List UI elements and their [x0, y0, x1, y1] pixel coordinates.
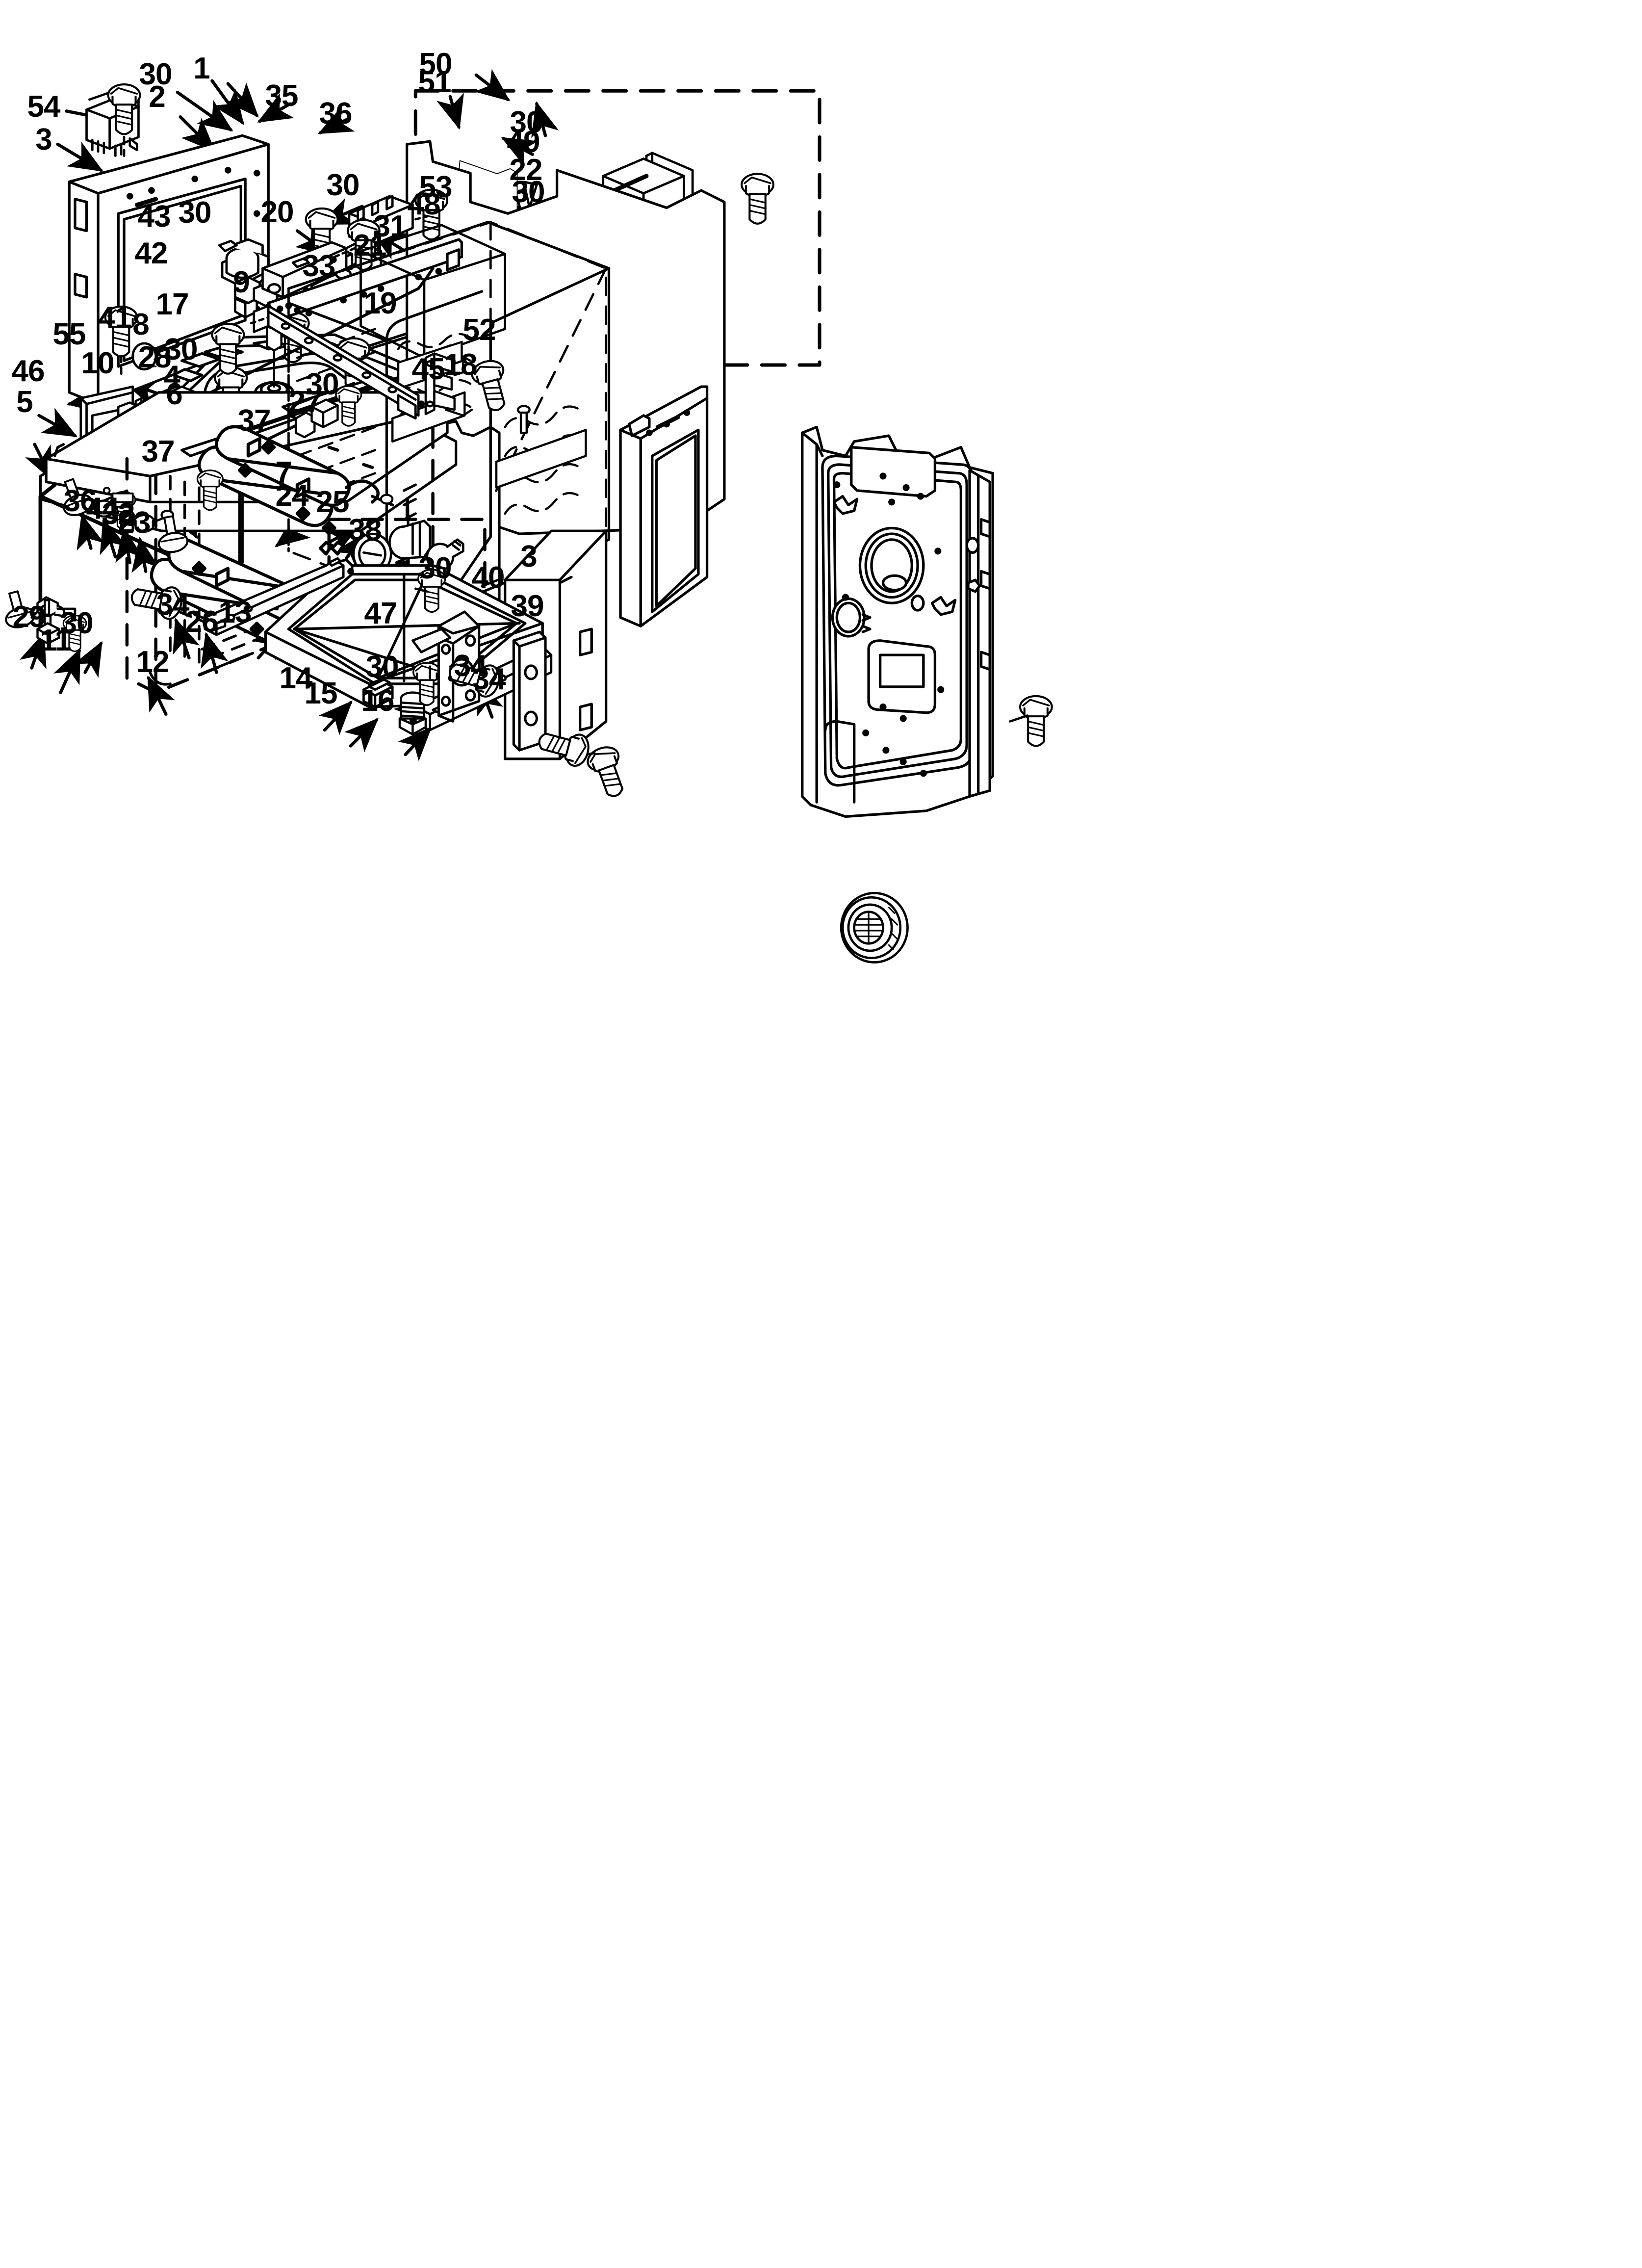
- callout-12-c12: 12: [136, 645, 170, 679]
- callout-22-c22: 22: [509, 153, 543, 187]
- callout-43-c43: 43: [137, 200, 171, 234]
- callout-30-c30a: 30: [139, 57, 173, 91]
- callout-34-c34b: 34: [454, 649, 487, 683]
- callout-19-c19: 19: [363, 287, 397, 320]
- callout-36-c36b: 36: [63, 484, 97, 518]
- callout-30-c30b: 30: [510, 105, 543, 139]
- callout-14-c14: 14: [279, 661, 313, 695]
- callout-30-c30j: 30: [365, 650, 399, 684]
- callout-26-c26: 26: [185, 605, 219, 639]
- callout-46-c46: 46: [11, 354, 45, 388]
- callout-15-c15: 15: [304, 677, 338, 710]
- callout-30-c30g: 30: [306, 367, 339, 401]
- callout-50-c50: 50: [419, 47, 453, 81]
- callout-47-c47: 47: [364, 597, 398, 630]
- callout-28-c28: 28: [138, 340, 172, 374]
- callout-21-c21: 21: [353, 229, 387, 262]
- callout-30-c30e: 30: [178, 196, 212, 230]
- callout-33-c33: 33: [302, 249, 336, 283]
- callout-48-c48: 48: [407, 187, 441, 221]
- callout-11-c11: 11: [40, 624, 72, 657]
- callout-13-c13: 13: [218, 596, 252, 629]
- callout-53-c53: 53: [419, 170, 453, 204]
- callout-24-c24: 24: [275, 479, 309, 513]
- callout-41-c41: 41: [98, 301, 132, 335]
- callout-8-c8: 8: [132, 308, 149, 341]
- callout-5-c5: 5: [16, 385, 33, 419]
- callout-16-c16: 16: [361, 684, 395, 718]
- callout-20-c20: 20: [260, 195, 294, 229]
- callout-27-c27: 27: [288, 385, 322, 419]
- callout-18-c18: 18: [444, 348, 478, 382]
- callout-2-c2: 2: [149, 80, 165, 114]
- callout-17-c17: 17: [155, 287, 189, 321]
- callout-54-c54: 54: [27, 90, 61, 124]
- callout-30-c30i: 30: [60, 606, 94, 640]
- callout-30-c30d: 30: [326, 168, 360, 202]
- callout-6-c6: 6: [166, 377, 182, 411]
- callout-34-c34a: 34: [156, 588, 190, 622]
- callout-49-c49: 49: [507, 125, 540, 159]
- callout-34-c34c: 34: [472, 662, 506, 696]
- callout-31-c31: 31: [373, 209, 407, 243]
- callout-42-c42: 42: [134, 236, 168, 270]
- callout-52-c52: 52: [462, 313, 496, 347]
- callout-1-c1: 1: [193, 52, 210, 85]
- callout-45-c45: 45: [411, 352, 445, 386]
- callout-4-c4: 4: [163, 360, 180, 393]
- callout-30-c30c: 30: [512, 175, 545, 209]
- callout-23-c23: 23: [117, 506, 151, 540]
- callout-51-c51: 51: [418, 65, 452, 99]
- callout-9-c9: 9: [233, 265, 250, 299]
- callout-32-c32: 32: [102, 497, 135, 531]
- callout-44-c44: 44: [86, 492, 120, 525]
- callout-30-c30h: 30: [418, 551, 452, 585]
- callout-55-c55: 55: [52, 317, 86, 351]
- callout-10-c10: 10: [81, 346, 115, 380]
- callout-35-c35: 35: [265, 79, 299, 113]
- callout-38-c38: 38: [348, 513, 382, 547]
- callout-29-c29: 29: [12, 600, 46, 634]
- callout-36-c36a: 36: [319, 97, 353, 130]
- callout-37-c37a: 37: [237, 404, 271, 438]
- callout-39-c39: 39: [511, 589, 544, 623]
- callout-25-c25: 25: [316, 485, 350, 519]
- callout-7-c7: 7: [275, 456, 292, 490]
- callout-30-c30f: 30: [164, 333, 198, 366]
- callout-3-c3a: 3: [35, 123, 52, 156]
- callout-40-c40: 40: [471, 561, 505, 595]
- callout-3-c3b: 3: [520, 540, 537, 574]
- callout-37-c37b: 37: [141, 435, 175, 469]
